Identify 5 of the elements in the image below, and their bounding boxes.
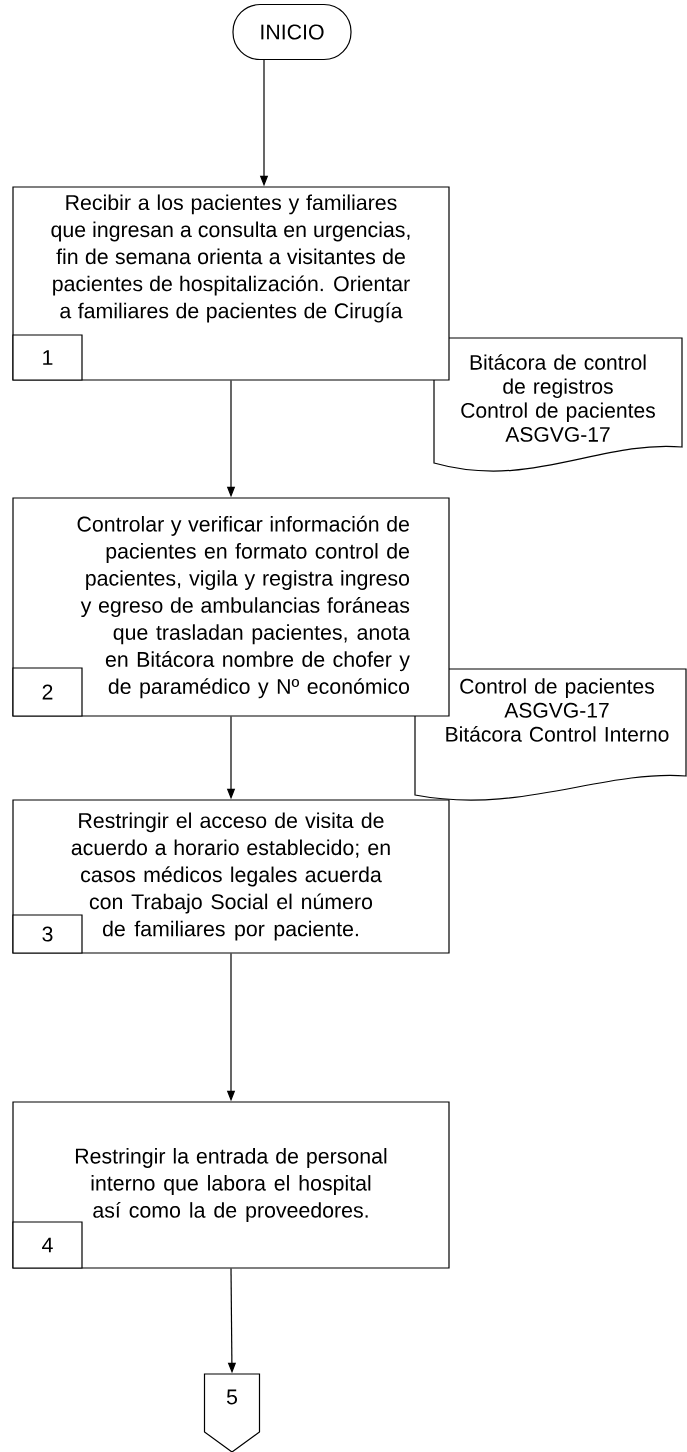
step-number-box: 3 [12,914,83,954]
step-number-box: 4 [12,1221,83,1269]
step-number-box: 1 [12,334,83,381]
off-page-connector: 5 [203,1373,261,1452]
step-number-box: 2 [12,667,83,717]
